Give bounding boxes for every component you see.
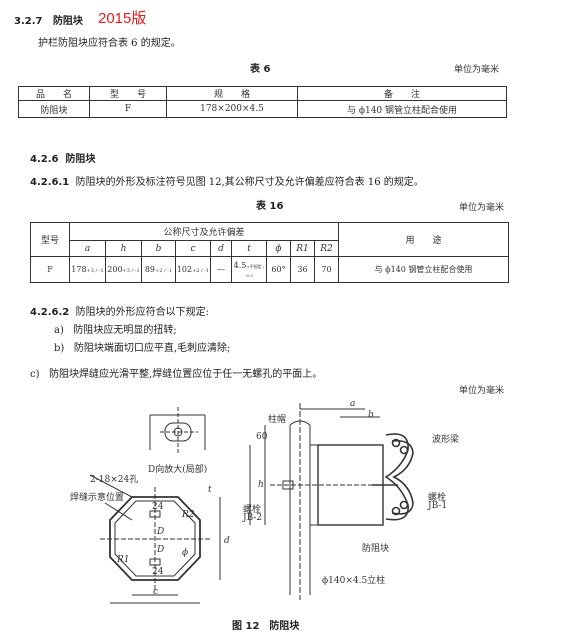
label-c: c: [153, 587, 159, 597]
t6-cell-name: 防阻块: [18, 100, 90, 118]
t16-col-h: h: [105, 240, 142, 257]
label-bolt-left: 螺栓: [243, 505, 262, 515]
t16-cell-h: 200+3 / -1: [105, 256, 142, 283]
t16-cell-b: 89+2 / -1: [141, 256, 176, 283]
t16-cell-r2: 70: [314, 256, 339, 283]
label-post: ϕ140×4.5立柱: [322, 576, 386, 586]
figure-unit: 单位为毫米: [459, 386, 505, 396]
label-a: a: [350, 399, 356, 409]
t16-cell-d: —: [210, 256, 232, 283]
label-bolt-left-code: JB-2: [243, 513, 263, 523]
label-b: b: [368, 410, 374, 420]
list-item-c: c) 防阻块焊缝应光滑平整,焊缝位置应位于任一无螺孔的平面上。: [30, 369, 323, 380]
label-d-2: D: [157, 545, 165, 555]
label-d-1: D: [157, 527, 165, 537]
wave-beam: [372, 433, 414, 521]
label-r1: R1: [117, 555, 130, 565]
table-16: 型号 公称尺寸及允许偏差 用 途 a h b c d t ϕ R1 R2 F 1…: [30, 222, 509, 283]
t16-cell-phi: 60°: [266, 256, 291, 283]
intro-text: 护栏防阻块应符合表 6 的规定。: [38, 38, 181, 49]
t16-cell-t: 4.5+不规定 / -0.3: [231, 256, 267, 283]
label-t: t: [208, 485, 212, 495]
t6-cell-model: F: [89, 100, 167, 118]
table6-unit: 单位为毫米: [454, 65, 500, 75]
label-holes: 2-18×24孔: [90, 475, 139, 485]
t16-cell-r1: 36: [290, 256, 315, 283]
label-phi: ϕ: [182, 548, 189, 558]
t6-cell-spec: 178×200×4.5: [166, 100, 298, 118]
para-4261: 4.2.6.1 防阻块的外形及标注符号见图 12,其公称尺寸及允许偏差应符合表 …: [30, 177, 424, 188]
label-bolt-right: 螺栓: [428, 493, 447, 503]
list-item-b: b) 防阻块端面切口应平直,毛刺应清除;: [54, 343, 231, 354]
label-60: 60: [256, 432, 268, 442]
label-d-dim: d: [224, 536, 230, 546]
figure-12-drawing: [89, 403, 414, 604]
t6-header-model: 型 号: [89, 86, 167, 101]
t16-header-group: 公称尺寸及允许偏差: [69, 222, 339, 241]
section-heading-426: 4.2.6 防阻块: [30, 154, 96, 165]
t16-cell-use: 与 ϕ140 钢管立柱配合使用: [338, 256, 509, 283]
list-item-a: a) 防阻块应无明显的扭转;: [54, 325, 177, 336]
table16-unit: 单位为毫米: [459, 203, 505, 213]
label-24-bottom: 24: [152, 567, 164, 577]
t16-col-d: d: [210, 240, 232, 257]
hex-section: [89, 474, 221, 604]
section-heading-327: 3.2.7 防阻块: [14, 16, 83, 27]
label-block: 防阻块: [362, 544, 390, 554]
label-24-top: 24: [152, 502, 164, 512]
table6-caption: 表 6: [250, 64, 271, 75]
d-view-detail: [149, 407, 206, 453]
t16-col-c: c: [175, 240, 211, 257]
t16-cell-c: 102+2 / -1: [175, 256, 211, 283]
label-d-view: D向放大(局部): [148, 465, 208, 475]
label-h: h: [258, 480, 264, 490]
figure-caption: 图 12 防阻块: [232, 621, 300, 632]
label-weld: 焊缝示意位置: [70, 493, 125, 503]
t6-cell-note: 与 ϕ140 钢管立柱配合使用: [297, 100, 507, 118]
t6-header-note: 备 注: [297, 86, 507, 101]
table16-caption: 表 16: [256, 201, 284, 212]
post-side-view: [249, 403, 395, 600]
t16-col-t: t: [231, 240, 267, 257]
t16-header-model: 型号: [30, 222, 70, 257]
t16-col-r2: R2: [314, 240, 339, 257]
para-4262: 4.2.6.2 防阻块的外形应符合以下规定:: [30, 307, 209, 318]
label-bolt-right-code: JB-1: [428, 501, 448, 511]
table-6: 品 名 型 号 规 格 备 注 防阻块 F 178×200×4.5 与 ϕ140…: [18, 86, 507, 118]
t16-col-phi: ϕ: [266, 240, 291, 257]
t16-header-use: 用 途: [338, 222, 509, 257]
t16-col-r1: R1: [290, 240, 315, 257]
label-r2: R2: [182, 510, 195, 520]
t16-col-b: b: [141, 240, 176, 257]
t16-col-a: a: [69, 240, 106, 257]
version-stamp: 2015版: [98, 10, 147, 27]
label-post-cap: 柱帽: [268, 415, 287, 425]
label-wave-beam: 波形梁: [432, 435, 460, 445]
t6-header-spec: 规 格: [166, 86, 298, 101]
t6-header-name: 品 名: [18, 86, 90, 101]
t16-cell-a: 178+3 / -1: [69, 256, 106, 283]
t16-cell-model: F: [30, 256, 70, 283]
